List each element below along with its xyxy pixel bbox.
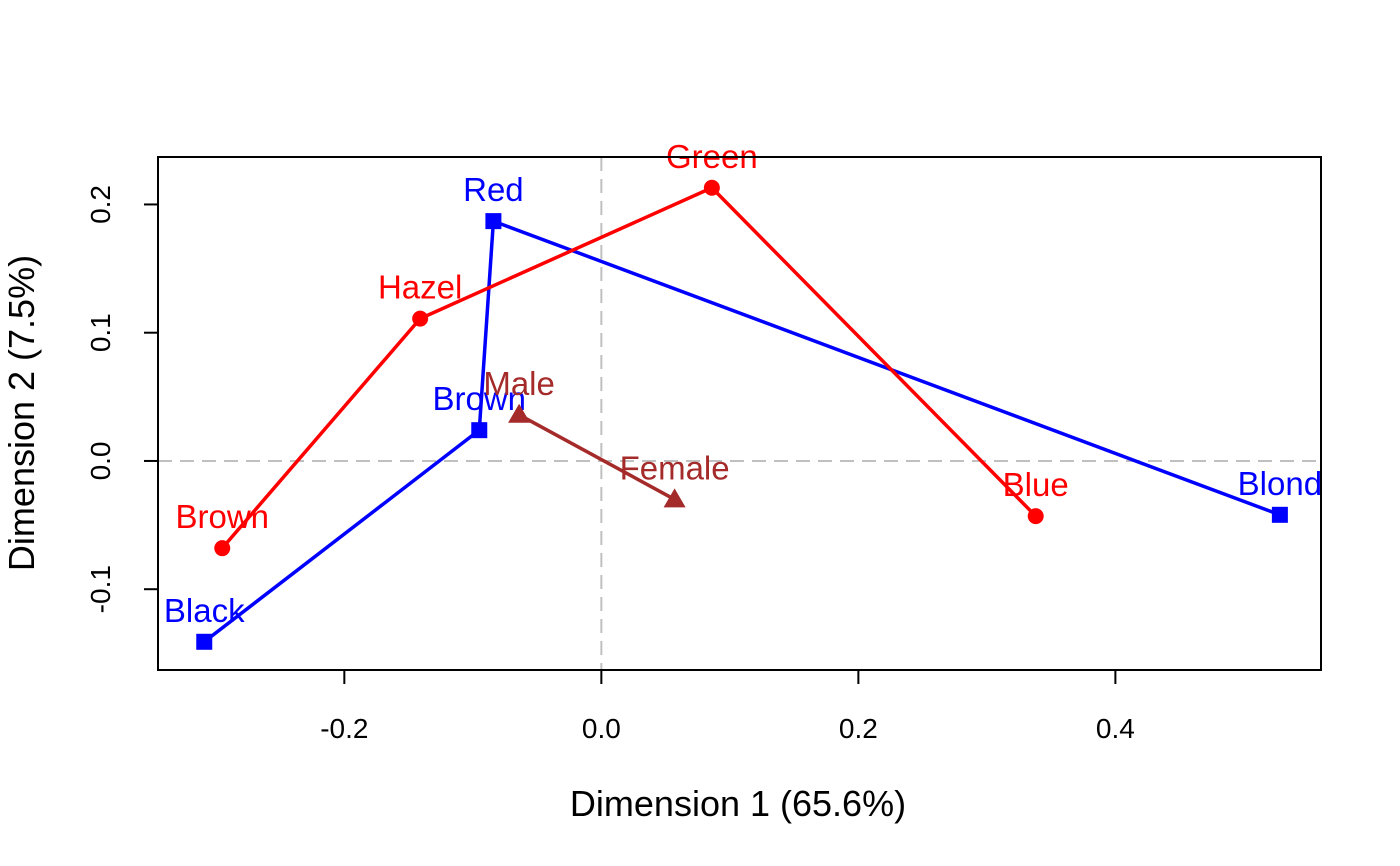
point-marker: [412, 310, 429, 327]
x-tick-label: -0.2: [320, 713, 368, 744]
point-marker: [703, 179, 720, 196]
x-tick-label: 0.4: [1096, 713, 1135, 744]
point-marker: [214, 540, 231, 557]
plot-frame: [157, 156, 1322, 671]
point-label: Red: [463, 171, 524, 208]
point-marker: [196, 633, 213, 650]
reference-lines: [158, 157, 1321, 670]
y-tick-label: 0.0: [85, 441, 116, 480]
point-marker: [471, 422, 488, 439]
series-line: [203, 219, 1281, 644]
y-tick-label: -0.1: [85, 565, 116, 613]
axes: -0.2 0.0 0.2 0.4 -0.1 0.0 0.1 0.2: [85, 156, 1322, 744]
point-label: Brown: [175, 498, 269, 535]
series-line: [518, 413, 676, 501]
series-layer: BlackBrownRedBlondBrownHazelGreenBlueMal…: [164, 138, 1322, 650]
point-label: Male: [483, 365, 555, 402]
x-tick-label: 0.0: [582, 713, 621, 744]
point-label: Blond: [1238, 465, 1322, 502]
point-marker: [508, 403, 531, 423]
point-label: Black: [164, 592, 245, 629]
point-marker: [485, 213, 502, 230]
point-label: Hazel: [378, 269, 462, 306]
point-label: Blue: [1003, 466, 1069, 503]
y-tick-label: 0.2: [85, 185, 116, 224]
x-tick-label: 0.2: [839, 713, 878, 744]
point-marker: [1027, 508, 1044, 525]
y-tick-label: 0.1: [85, 313, 116, 352]
point-marker: [1271, 506, 1288, 523]
point-label: Brown: [432, 380, 526, 417]
x-axis-title: Dimension 1 (65.6%): [570, 783, 906, 824]
series-line: [220, 186, 1037, 550]
y-axis-title: Dimension 2 (7.5%): [1, 255, 42, 571]
point-marker: [663, 488, 686, 508]
point-label: Female: [620, 449, 730, 486]
